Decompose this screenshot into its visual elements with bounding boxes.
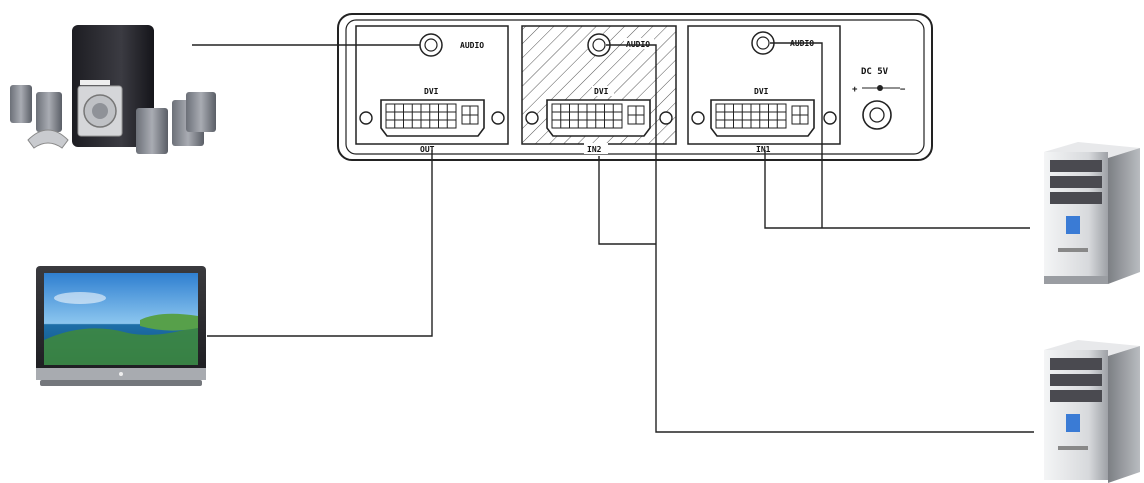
dc-power-jack: DC 5V + − bbox=[852, 67, 906, 130]
desktop-pc-bottom-icon bbox=[1044, 340, 1140, 483]
dvi-label-in2: DVI bbox=[594, 87, 609, 96]
desktop-pc-top-icon bbox=[1044, 142, 1140, 284]
cables bbox=[192, 42, 1034, 433]
cable-audio-in2 bbox=[606, 44, 1034, 433]
power-plus: + bbox=[852, 85, 858, 95]
power-minus: − bbox=[900, 85, 906, 95]
dvi-label-out: DVI bbox=[424, 87, 439, 96]
cable-dvi-in1 bbox=[764, 150, 1030, 229]
audio-label-out: AUDIO bbox=[460, 41, 484, 50]
audio-jack-out bbox=[419, 33, 443, 57]
port-label-in2: IN2 bbox=[587, 145, 602, 154]
panel-out: AUDIO DVI OUT bbox=[355, 25, 509, 154]
splitter-device bbox=[337, 13, 933, 161]
tv-monitor-icon bbox=[36, 266, 206, 386]
cable-dvi-out bbox=[207, 150, 433, 337]
speaker-system-icon bbox=[4, 5, 222, 160]
cable-audio-in1 bbox=[770, 42, 823, 228]
dvi-port-out bbox=[359, 99, 505, 137]
dvi-label-in1: DVI bbox=[754, 87, 769, 96]
dvi-port-in1 bbox=[691, 99, 837, 137]
port-label-in1: IN1 bbox=[756, 145, 771, 154]
dvi-port-in2 bbox=[525, 99, 673, 137]
port-label-out: OUT bbox=[420, 145, 435, 154]
power-label: DC 5V bbox=[861, 67, 889, 77]
cable-dvi-in2 bbox=[598, 156, 656, 245]
panel-in1: AUDIO DVI IN1 bbox=[687, 25, 841, 154]
